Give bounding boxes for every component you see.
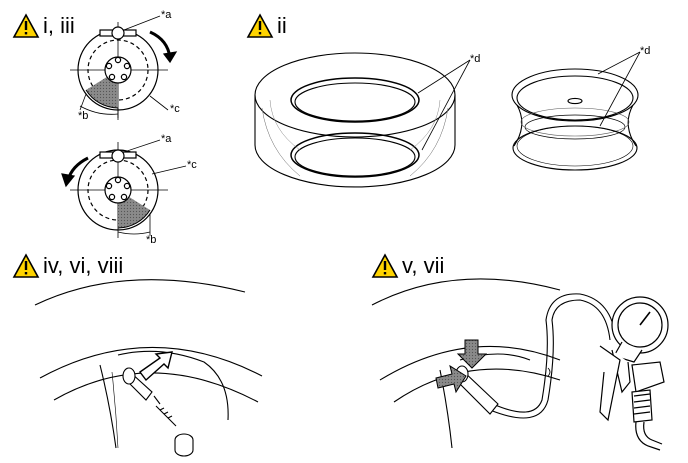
heading-panel-2: ii	[246, 13, 287, 38]
callout-c-top: *c	[170, 103, 180, 115]
rim-illustration	[511, 68, 639, 171]
heading-text: v, vii	[402, 253, 445, 278]
wheel-diagram-top	[70, 15, 178, 120]
hose	[489, 293, 617, 419]
wheel-outline-left	[34, 279, 263, 449]
callout-b-bottom: *b	[146, 234, 157, 246]
heading-panel-4: v, vii	[371, 253, 445, 278]
tire-illustration	[254, 52, 456, 188]
callout-a-bottom: *a	[161, 133, 172, 145]
heading-panel-1: i, iii	[12, 13, 75, 38]
warning-icon	[12, 13, 40, 38]
arrow-outline-left	[139, 351, 173, 382]
callout-a-top: *a	[161, 9, 172, 21]
leader-lines-d	[417, 51, 641, 151]
heading-text: iv, vi, viii	[43, 253, 124, 278]
wheel-diagram-bottom	[61, 139, 187, 238]
callout-d-tire: *d	[470, 53, 481, 65]
callout-b-top: *b	[78, 110, 89, 122]
valve-stem-left	[122, 367, 194, 457]
arrow-dotted-right	[435, 339, 488, 394]
heading-text: ii	[277, 13, 287, 38]
heading-panel-3: iv, vi, viii	[12, 253, 124, 278]
warning-icon	[371, 253, 399, 278]
wheel-outline-right	[371, 278, 561, 449]
warning-icon	[12, 253, 40, 278]
callout-c-bottom: *c	[187, 159, 197, 171]
heading-text: i, iii	[43, 13, 75, 38]
warning-icon	[246, 13, 274, 38]
pressure-gauge	[599, 296, 669, 451]
callout-d-rim: *d	[640, 45, 651, 57]
